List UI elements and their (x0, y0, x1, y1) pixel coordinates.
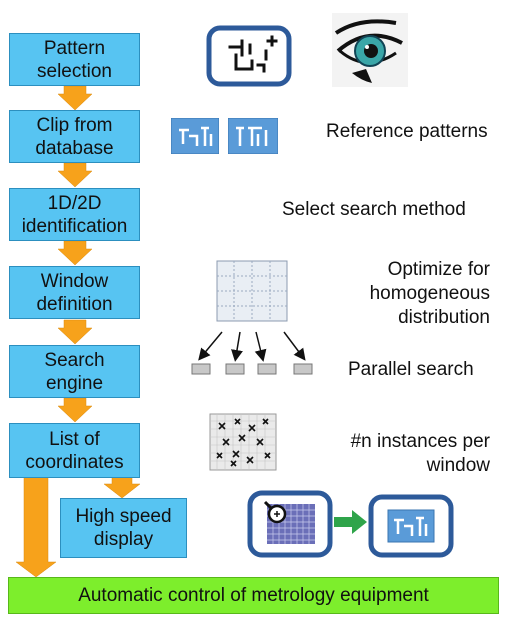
grid-icon (216, 260, 288, 322)
step-label: High speed (75, 506, 172, 527)
step-label: 1D/2D (47, 192, 102, 214)
magnifier-icon (247, 490, 333, 558)
reference-pattern-icon (228, 118, 278, 154)
step-label: Pattern (43, 37, 106, 59)
step-label: Clip from (36, 114, 113, 136)
arrow-icon (283, 331, 306, 361)
eye-icon (332, 13, 408, 87)
step-label: display (93, 529, 154, 550)
instances-label: #n instances per window (320, 430, 490, 478)
instances-line: window (426, 455, 490, 476)
block-icon (257, 363, 277, 375)
reference-pattern-icon (171, 118, 219, 154)
step-label: engine (45, 372, 104, 394)
instances-line: #n instances per (350, 431, 490, 452)
parallel-search-label: Parallel search (348, 359, 474, 380)
optimize-line: distribution (398, 307, 490, 328)
optimize-line: Optimize for (387, 259, 490, 280)
step-label: coordinates (25, 451, 124, 473)
step-label: Search (44, 349, 105, 371)
bottom-label: Automatic control of metrology equipment (78, 584, 429, 606)
split-arrows (191, 331, 313, 375)
step-label: selection (37, 60, 112, 82)
optimize-label: Optimize for homogeneous distribution (330, 258, 490, 330)
block-icon (191, 363, 211, 375)
select-search-method-label: Select search method (282, 199, 466, 220)
pattern-icon (206, 25, 292, 87)
arrow-icon (198, 331, 223, 361)
green-arrow-icon (334, 510, 367, 534)
step-label: database (35, 137, 114, 159)
optimize-line: homogeneous (369, 283, 490, 304)
reference-patterns-label: Reference patterns (326, 121, 488, 142)
scatter-icon (209, 413, 277, 471)
block-icon (293, 363, 313, 375)
arrow-icon (254, 331, 267, 362)
step-label: definition (36, 293, 113, 315)
block-icon (225, 363, 245, 375)
automatic-control-box: Automatic control of metrology equipment (8, 577, 499, 614)
step-label: identification (21, 215, 128, 237)
arrow-icon (231, 331, 243, 362)
step-label: Window (40, 270, 109, 292)
result-pattern-icon (368, 494, 454, 558)
step-label: List of (49, 428, 100, 450)
